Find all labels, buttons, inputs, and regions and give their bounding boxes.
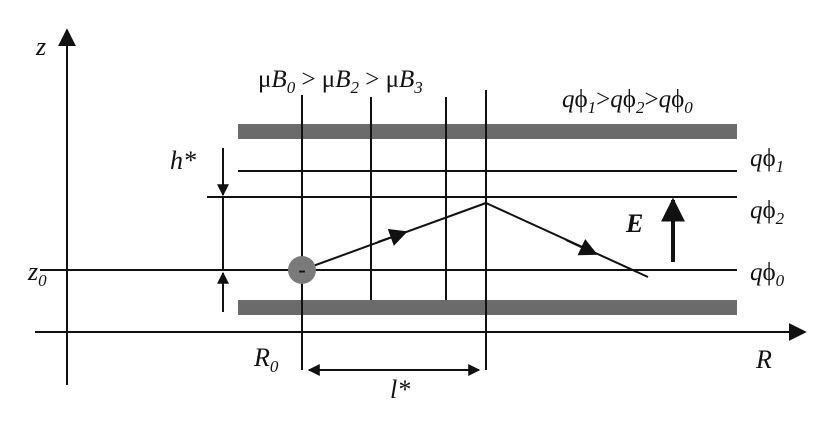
top-plate	[238, 124, 737, 139]
trajectory-arrow-2	[565, 238, 598, 256]
phi0-label: qϕ0	[750, 259, 785, 290]
potential-order-label: qϕ1>qϕ2>qϕ0	[562, 86, 693, 117]
particle-charge: -	[298, 257, 305, 282]
bottom-plate	[238, 300, 737, 315]
z-axis-label: z	[35, 32, 46, 61]
phi2-label: qϕ2	[750, 197, 785, 228]
phi1-label: qϕ1	[750, 145, 784, 176]
z0-label: z0	[27, 257, 47, 290]
l-star-label: l*	[390, 375, 410, 404]
magnetic-order-label: μB0 > μB2 > μB3	[258, 66, 423, 97]
r0-label: R0	[253, 343, 279, 376]
e-field-label: E	[625, 209, 643, 238]
r-axis-label: R	[755, 345, 772, 374]
trajectory-arrow-1	[377, 228, 408, 246]
particle	[288, 256, 316, 284]
h-star-label: h*	[170, 146, 196, 175]
